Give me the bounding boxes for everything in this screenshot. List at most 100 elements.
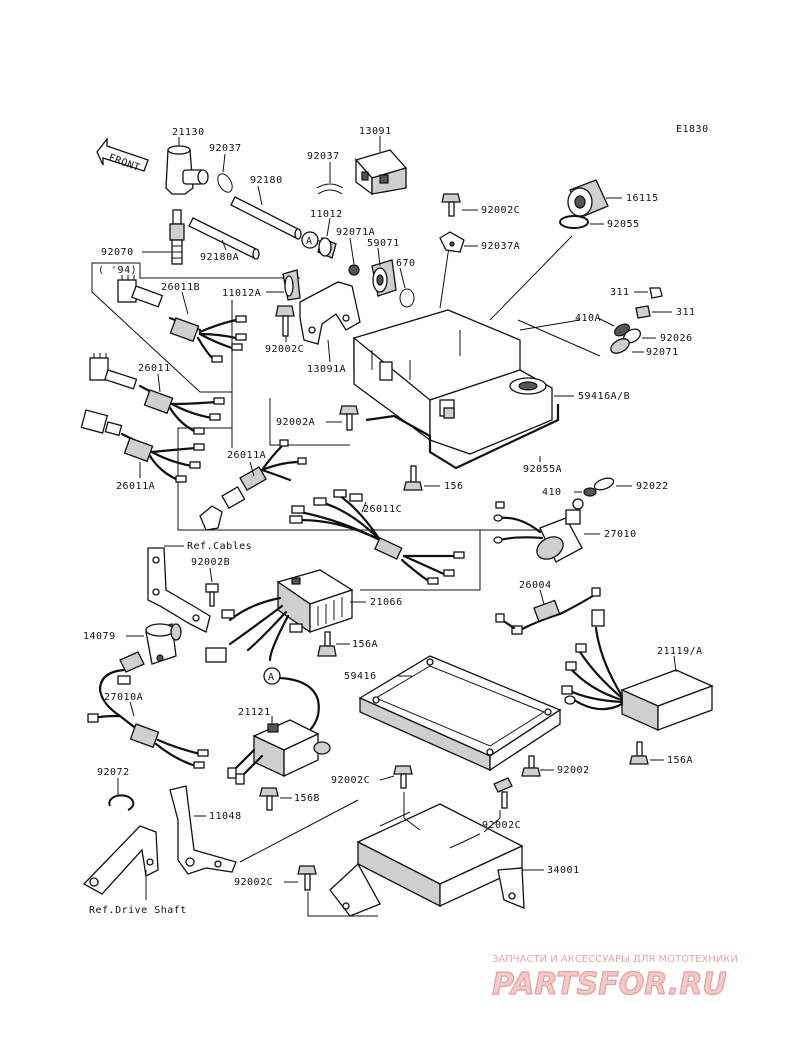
diagram-code: E1830: [676, 124, 709, 135]
label-92002: 92002: [557, 765, 590, 776]
bolt-92002C-top: [441, 193, 461, 217]
label-11048: 11048: [209, 811, 242, 822]
clip-92037-mid: [316, 183, 344, 195]
label-26011C: 26011C: [363, 504, 402, 515]
grommet-11012A: [282, 269, 301, 301]
label-14079: 14079: [83, 631, 116, 642]
label-21066: 21066: [370, 597, 403, 608]
label-59071: 59071: [367, 238, 400, 249]
harness-27010A: [87, 668, 209, 769]
label-92071: 92071: [646, 347, 679, 358]
hose-92180: [230, 196, 302, 240]
connector-26011B: [117, 275, 247, 363]
seal-92071A: [348, 264, 360, 276]
fuse-holder-26004: [495, 587, 601, 635]
bracket-13091A: [299, 281, 361, 345]
svg-text:A: A: [306, 236, 313, 247]
solenoid-27010: [493, 498, 584, 563]
label-21130: 21130: [172, 127, 205, 138]
label-26004: 26004: [519, 580, 552, 591]
label-92026: 92026: [660, 333, 693, 344]
label-ref-drive-shaft: Ref.Drive Shaft: [89, 905, 187, 916]
label-92180A: 92180A: [200, 252, 239, 263]
label-92037A: 92037A: [481, 241, 520, 252]
regulator-21066: [205, 569, 354, 663]
label-92022: 92022: [636, 481, 669, 492]
bolt-92002: [521, 755, 541, 777]
bolt-92002C-a: [275, 305, 295, 337]
nut-311-a: [649, 287, 663, 299]
electric-box-59416A-B: [353, 309, 553, 455]
spark-plug-cap-21130: [165, 145, 209, 195]
bolt-92002C-c: [493, 777, 513, 809]
label-92055: 92055: [607, 219, 640, 230]
gasket-92055A: [365, 404, 560, 470]
drive-shaft-bracket: [82, 825, 159, 895]
label-11012: 11012: [310, 209, 343, 220]
label-92002C-b: 92002C: [331, 775, 370, 786]
label-92055A: 92055A: [523, 464, 562, 475]
grommet-59071: [371, 259, 397, 297]
label-311-a: 311: [610, 287, 630, 298]
bolt-92002C-d: [297, 865, 317, 891]
clip-92037-top: [217, 173, 233, 193]
hose-92180A: [188, 217, 260, 260]
label-92070: 92070: [101, 247, 134, 258]
bolt-156A-center: [317, 631, 337, 657]
grommet-16115: [567, 179, 609, 217]
label-ref-cables: Ref.Cables: [187, 541, 252, 552]
mounting-base-34001: [329, 803, 525, 917]
label-27010A: 27010A: [104, 692, 143, 703]
label-26011A-left: 26011A: [116, 481, 155, 492]
circlip-92072: [108, 794, 135, 811]
bracket-13091: [354, 149, 408, 196]
bolt-92002C-b: [393, 765, 413, 789]
connector-26011A-left: [80, 409, 205, 483]
label-92002C-d: 92002C: [234, 877, 273, 888]
label-156A-right: 156A: [667, 755, 693, 766]
watermark-brand: PARTSFOR.RU: [492, 967, 727, 1002]
label-11012A: 11012A: [222, 288, 261, 299]
grommet-11012: [317, 237, 337, 259]
clamp-92037A: [439, 231, 465, 253]
label-34001: 34001: [547, 865, 580, 876]
label-21119-A: 21119/A: [657, 646, 703, 657]
control-unit-21119-A: [561, 609, 714, 732]
label-311-b: 311: [676, 307, 696, 318]
bolt-156A-right: [629, 741, 649, 765]
front-arrow-icon: FRONT: [96, 137, 149, 174]
label-92002B: 92002B: [191, 557, 230, 568]
label-13091: 13091: [359, 126, 392, 137]
svg-text:A: A: [268, 672, 275, 683]
washer-410: [583, 487, 597, 497]
spark-plug-92070: [169, 209, 185, 265]
label-92072: 92072: [97, 767, 130, 778]
label-92002C-c: 92002C: [482, 820, 521, 831]
label-year-note: ( '94): [98, 265, 137, 276]
label-26011: 26011: [138, 363, 171, 374]
label-156B: 156B: [294, 793, 320, 804]
switch-14079: [119, 623, 182, 673]
label-92071A: 92071A: [336, 227, 375, 238]
o-ring-92055: [559, 215, 589, 229]
bolt-156B: [259, 787, 279, 811]
label-156A-center: 156A: [352, 639, 378, 650]
circle-marker-a-top: A: [301, 231, 319, 249]
bolt-92002A: [339, 405, 359, 431]
label-92180: 92180: [250, 175, 283, 186]
label-59416A-B: 59416A/B: [578, 391, 630, 402]
label-410A: 410A: [575, 313, 601, 324]
bolt-92002B: [205, 583, 219, 607]
label-27010: 27010: [604, 529, 637, 540]
label-92037-top: 92037: [209, 143, 242, 154]
label-26011A-center: 26011A: [227, 450, 266, 461]
label-26011B: 26011B: [161, 282, 200, 293]
nut-311-b: [635, 305, 651, 319]
label-92002A: 92002A: [276, 417, 315, 428]
plate-59416: [358, 655, 562, 772]
grommet-92022: [593, 477, 615, 491]
circle-marker-a-coil: A: [263, 667, 281, 685]
connector-26011C: [289, 489, 465, 585]
o-ring-670: [399, 288, 415, 308]
bracket-ref-cables: [147, 547, 211, 633]
